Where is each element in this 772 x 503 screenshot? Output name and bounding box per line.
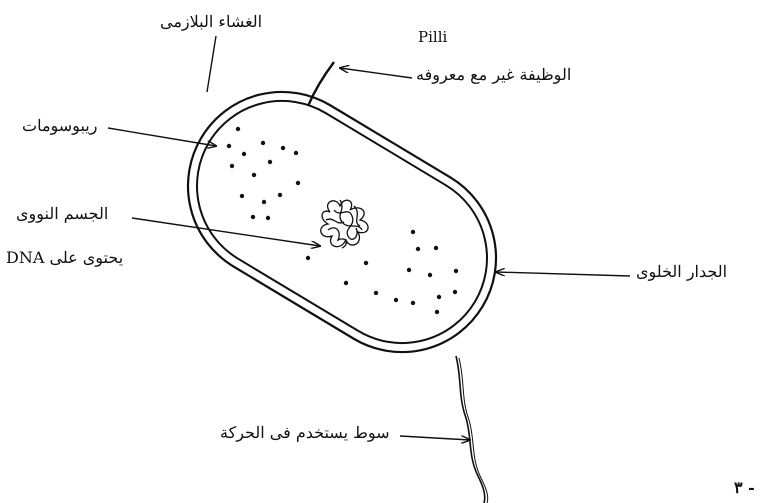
flagellum bbox=[456, 356, 485, 503]
ribosomes-arrow bbox=[108, 128, 216, 146]
pilli-arrow bbox=[340, 68, 412, 78]
plasma-membrane-label: الغشاء البلازمى bbox=[160, 14, 262, 30]
pilli-label: Pilli bbox=[418, 30, 447, 45]
figure-number: ٣ - bbox=[734, 480, 755, 496]
ribosomes bbox=[227, 127, 458, 314]
nuclear-body-arrow bbox=[132, 218, 320, 246]
flagellum-strand bbox=[459, 358, 488, 503]
nucleoid bbox=[321, 200, 368, 248]
pilli-function-label: الوظيفة غير مع معروفه bbox=[416, 67, 571, 83]
cell-wall-label: الجدار الخلوى bbox=[636, 264, 727, 280]
cell-wall-arrow bbox=[496, 272, 630, 276]
ribosomes-label: ريبوسومات bbox=[22, 118, 97, 134]
nuclear-body-label: الجسم النووى bbox=[16, 206, 108, 222]
plasma-membrane-leader bbox=[207, 36, 216, 92]
contains-dna-label: يحتوى على DNA bbox=[6, 250, 123, 266]
flagellum-label: سوط يستخدم فى الحركة bbox=[220, 425, 390, 441]
flagellum-arrow bbox=[400, 436, 470, 440]
